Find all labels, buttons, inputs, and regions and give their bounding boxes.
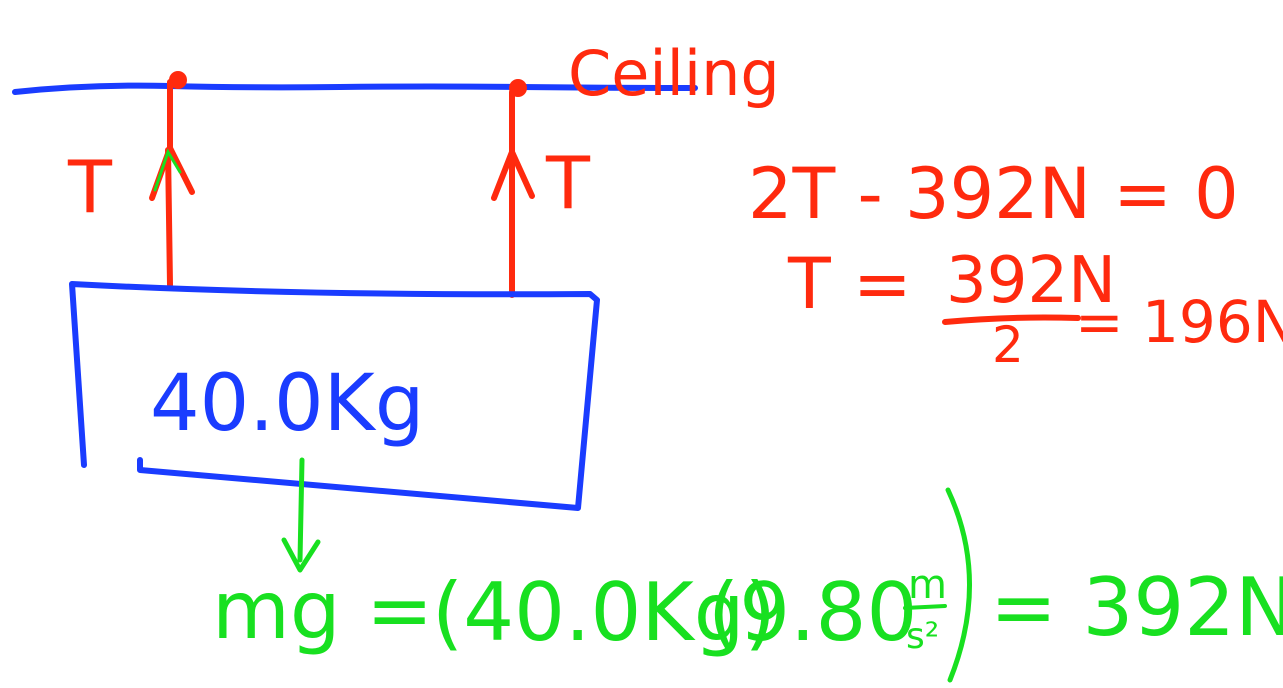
mass-label: 40.0Kg (150, 359, 424, 449)
weight-equation-unit-denominator: s² (906, 616, 939, 657)
ceiling-label: Ceiling (568, 37, 780, 110)
tension-equation-numerator: 392N (946, 244, 1116, 318)
tension-left-label: T (67, 145, 113, 229)
unit-fraction-bar (903, 604, 947, 610)
left-arrowhead (149, 145, 195, 201)
weight-equation-mass: (40.0Kg) (432, 566, 776, 659)
tension-equation-denominator: 2 (992, 316, 1024, 374)
ceiling-line (12, 82, 698, 95)
weight-arrow (281, 457, 321, 573)
left-tension-arrow (165, 79, 173, 288)
weight-equation-unit-numerator: m (908, 562, 947, 608)
tension-equation-lhs: T = (787, 243, 912, 325)
sum-forces-equation: 2T - 392N = 0 (748, 153, 1239, 235)
weight-equation-result: = 392N (990, 561, 1283, 654)
right-arrowhead (491, 149, 535, 201)
left-arrowhead-green-stroke (153, 148, 182, 192)
left-attachment-point (169, 71, 187, 89)
weight-equation-gravity: (9.80 (708, 566, 917, 659)
weight-equation-lhs: mg = (212, 564, 433, 657)
weight-equation-close-paren (945, 487, 972, 683)
mass-block (69, 281, 600, 511)
tension-fraction-bar (942, 314, 1081, 325)
tension-equation-result: = 196N (1075, 288, 1283, 356)
tension-right-label: T (545, 141, 591, 225)
